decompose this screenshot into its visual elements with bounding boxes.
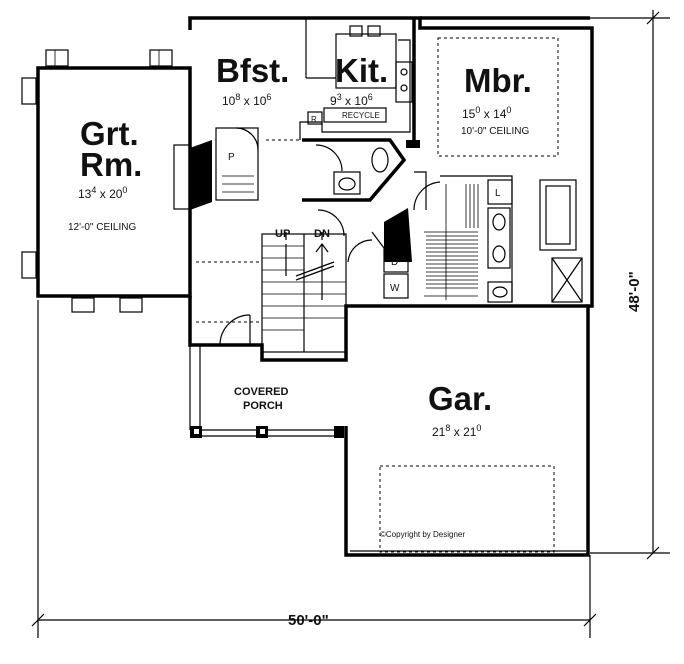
kitchen-recycle: RECYCLE — [342, 111, 380, 120]
fixture-labels: UP DN P D W L ©Copyright by Designer — [228, 152, 501, 539]
breakfast-dim-a: 10 — [222, 94, 236, 108]
garage-dim-a: 21 — [432, 425, 446, 439]
master-bedroom-dim-a-sup: 0 — [475, 105, 480, 115]
porch-label: COVERED PORCH — [234, 386, 288, 412]
stairs — [261, 209, 347, 353]
kitchen-dim-a: 9 — [330, 94, 337, 108]
porch-line-2: PORCH — [243, 400, 283, 412]
great-room-dim-a-sup: 4 — [91, 185, 96, 195]
great-room-dims: 134 x 200 — [78, 185, 127, 201]
breakfast-label: Bfst. 108 x 106 — [216, 52, 289, 108]
kitchen-times: x — [345, 94, 351, 108]
linen-label: L — [495, 188, 501, 199]
master-bath — [424, 175, 583, 303]
kitchen-dim-b: 10 — [354, 94, 368, 108]
stair-up-label: UP — [275, 228, 290, 240]
great-room-name-1: Grt. — [80, 115, 139, 152]
breakfast-times: x — [244, 94, 250, 108]
master-bedroom-name: Mbr. — [464, 62, 532, 99]
kitchen-dim-a-sup: 3 — [337, 92, 342, 102]
covered-porch — [189, 345, 344, 438]
dryer-label: D — [391, 257, 398, 268]
garage-times: x — [454, 425, 460, 439]
garage-label: Gar. 218 x 210 — [428, 380, 492, 439]
garage-dim-a-sup: 8 — [445, 423, 450, 433]
overall-width-label: 50'-0" — [288, 612, 329, 629]
kitchen-area — [196, 18, 413, 263]
kitchen-dims: 93 x 106 — [330, 92, 373, 108]
master-bedroom-dim-b-sup: 0 — [506, 105, 511, 115]
kitchen-dim-b-sup: 6 — [368, 92, 373, 102]
powder-room — [302, 138, 407, 202]
master-bedroom — [406, 37, 559, 211]
great-room-label: Grt. Rm. 134 x 200 12'-0" CEILING — [68, 115, 142, 233]
great-room — [21, 49, 212, 313]
great-room-name-2: Rm. — [80, 146, 142, 183]
great-room-dim-b: 20 — [109, 187, 123, 201]
overall-depth-label: 48'-0" — [626, 271, 643, 312]
washer-label: W — [390, 283, 400, 294]
porch-line-1: COVERED — [234, 386, 288, 398]
great-room-times: x — [100, 187, 106, 201]
breakfast-dims: 108 x 106 — [222, 92, 271, 108]
breakfast-dim-a-sup: 8 — [235, 92, 240, 102]
master-bedroom-ceiling: 10'-0" CEILING — [461, 126, 529, 137]
breakfast-dim-b: 10 — [253, 94, 267, 108]
garage-dim-b-sup: 0 — [476, 423, 481, 433]
master-bedroom-label: Mbr. 150 x 140 10'-0" CEILING — [461, 62, 532, 137]
great-room-dim-a: 13 — [78, 187, 92, 201]
garage-dim-b: 21 — [463, 425, 477, 439]
great-room-ceiling: 12'-0" CEILING — [68, 222, 136, 233]
breakfast-dim-b-sup: 6 — [266, 92, 271, 102]
master-bedroom-dims: 150 x 140 — [462, 105, 511, 121]
copyright-text: ©Copyright by Designer — [380, 530, 465, 539]
overall-dimension-labels: 50'-0" 48'-0" — [288, 271, 643, 629]
master-bedroom-dim-a: 15 — [462, 107, 476, 121]
kitchen-r: R — [311, 115, 317, 124]
master-bedroom-times: x — [484, 107, 490, 121]
garage-dims: 218 x 210 — [432, 423, 481, 439]
main-walls — [188, 16, 594, 557]
pantry-label: P — [228, 152, 235, 163]
great-room-dim-b-sup: 0 — [122, 185, 127, 195]
garage-name: Gar. — [428, 380, 492, 417]
master-bedroom-dim-b: 14 — [493, 107, 507, 121]
entry — [196, 314, 262, 346]
breakfast-name: Bfst. — [216, 52, 289, 89]
stair-down-label: DN — [314, 228, 330, 240]
kitchen-name: Kit. — [335, 52, 388, 89]
kitchen-label: Kit. 93 x 106 RECYCLE R — [311, 52, 388, 124]
laundry — [347, 208, 412, 299]
